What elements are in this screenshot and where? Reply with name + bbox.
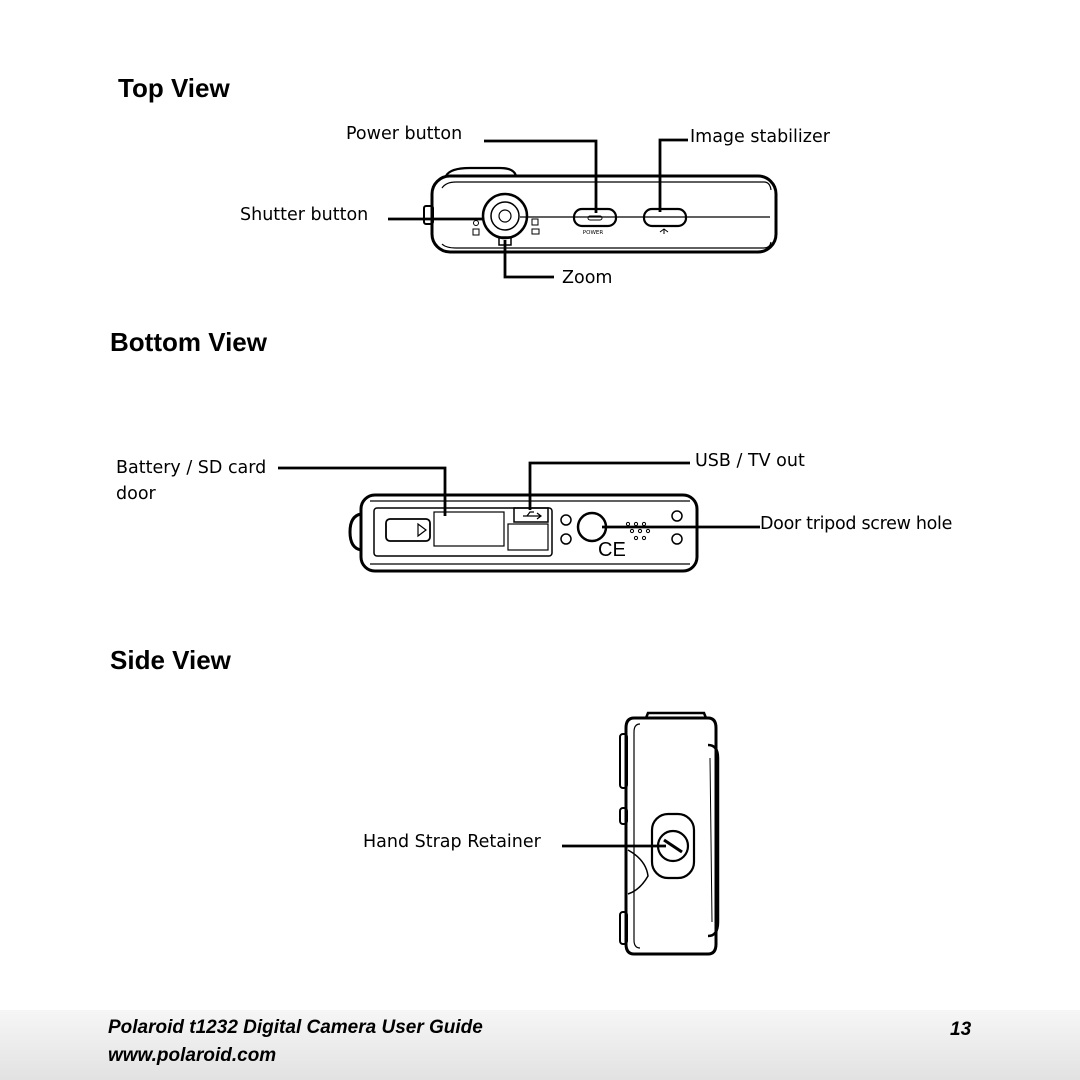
usb-icon [523,511,542,520]
ce-mark-text: CE [598,539,626,561]
power-embossed-text: POWER [583,230,604,236]
hand-strap-label: Hand Strap Retainer [363,832,541,852]
page-number: 13 [950,1019,972,1040]
usb-tv-out-label: USB / TV out [695,451,805,471]
power-button-label: Power button [346,124,463,144]
battery-door-label-line1: Battery / SD card [116,458,267,478]
top-view-title: Top View [118,73,230,103]
side-view-title: Side View [110,645,231,675]
battery-door-label-line2: door [116,484,156,504]
image-stabilizer-label: Image stabilizer [690,127,830,147]
bottom-view-title: Bottom View [110,327,267,357]
footer-guide-title: Polaroid t1232 Digital Camera User Guide [108,1017,483,1038]
tripod-hole-label: Door tripod screw hole [760,514,953,534]
zoom-label: Zoom [562,268,613,288]
footer-bar [0,1010,1080,1080]
shutter-button-label: Shutter button [240,205,369,225]
footer-url[interactable]: www.polaroid.com [108,1045,277,1066]
